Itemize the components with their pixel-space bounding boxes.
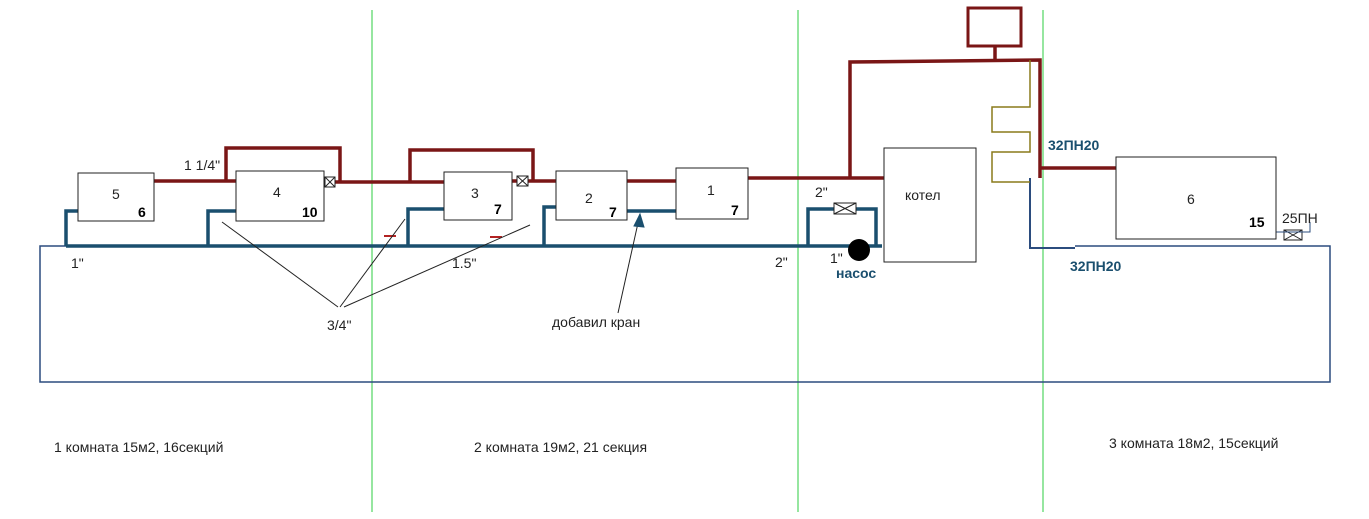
return-right: [1029, 178, 1075, 249]
valve-rad4-icon[interactable]: [324, 176, 336, 188]
room-labels: 1 комната 15м2, 16секций 2 комната 19м2,…: [54, 435, 1278, 455]
pump-label: насос: [836, 265, 876, 281]
valve-bypass-icon[interactable]: [833, 202, 857, 215]
valve-rad3-icon[interactable]: [516, 175, 529, 187]
supply-pipe: [154, 47, 1116, 184]
rad5-id: 5: [112, 186, 120, 202]
rad6-id: 6: [1187, 191, 1195, 207]
radiator-1[interactable]: [675, 167, 749, 220]
expansion-tank: [966, 6, 1023, 48]
return-rad4: [206, 209, 236, 246]
coil: [991, 60, 1031, 183]
radiator-labels: 5 6 4 10 3 7 2 7 1 7 6 15: [112, 182, 1265, 230]
label-branches: 3/4": [327, 317, 351, 333]
boiler-label: котел: [905, 187, 941, 203]
return-pipe: [64, 205, 882, 248]
label-bypass-side: 2": [775, 254, 788, 270]
label-return-mid: 1.5": [452, 255, 476, 271]
boiler[interactable]: [883, 147, 977, 263]
rad2-id: 2: [585, 190, 593, 206]
rad3-id: 3: [471, 185, 479, 201]
radiator-2[interactable]: [555, 170, 628, 221]
rad6-connector: [1275, 222, 1311, 233]
rad5-sections: 6: [138, 204, 146, 220]
radiator-3[interactable]: [443, 171, 513, 221]
valves: [324, 175, 1303, 241]
label-right-small: 25ПН: [1282, 210, 1318, 226]
rad6-sections: 15: [1249, 214, 1265, 230]
room-2-label: 2 комната 19м2, 21 секция: [474, 439, 647, 455]
return-loop: [39, 245, 1331, 383]
rad2-sections: 7: [609, 204, 617, 220]
rad3-sections: 7: [494, 201, 502, 217]
loop-outline: [39, 245, 1331, 383]
radiator-4[interactable]: [235, 170, 325, 222]
bypass-loop: [806, 207, 878, 246]
supply-loop-1: [224, 146, 342, 181]
rad1-sections: 7: [731, 202, 739, 218]
loop-right-top: [1075, 245, 1331, 330]
label-pump-pipe: 1": [830, 250, 843, 266]
label-right-supply: 32ПН20: [1048, 137, 1100, 153]
radiator-6[interactable]: [1115, 156, 1277, 240]
room-1-label: 1 комната 15м2, 16секций: [54, 439, 223, 455]
room-dividers: [371, 10, 1044, 512]
room-3-label: 3 комната 18м2, 15секций: [1109, 435, 1278, 451]
supply-loop-2: [408, 148, 535, 182]
supply-to-expansion: [848, 58, 1042, 178]
return-marks: [384, 235, 502, 238]
note-valve: добавил кран: [552, 314, 640, 330]
label-bypass-top: 2": [815, 184, 828, 200]
return-rad3: [406, 207, 444, 246]
radiator-5[interactable]: [77, 172, 155, 222]
leader-lines: [221, 212, 645, 314]
pump-icon[interactable]: [848, 239, 870, 261]
rad4-id: 4: [273, 184, 281, 200]
rad1-id: 1: [707, 182, 715, 198]
label-right-return: 32ПН20: [1070, 258, 1122, 274]
rad4-sections: 10: [302, 204, 318, 220]
label-return-left: 1": [71, 255, 84, 271]
pipe-labels: 1 1/4" 1" 3/4" 1.5" 2" 2" 1" 32ПН20 32ПН…: [71, 137, 1318, 333]
return-right-line: [1029, 178, 1075, 249]
return-rad5: [64, 209, 78, 246]
radiators: [77, 156, 1277, 240]
return-rad2: [542, 205, 556, 246]
label-supply-main: 1 1/4": [184, 157, 220, 173]
